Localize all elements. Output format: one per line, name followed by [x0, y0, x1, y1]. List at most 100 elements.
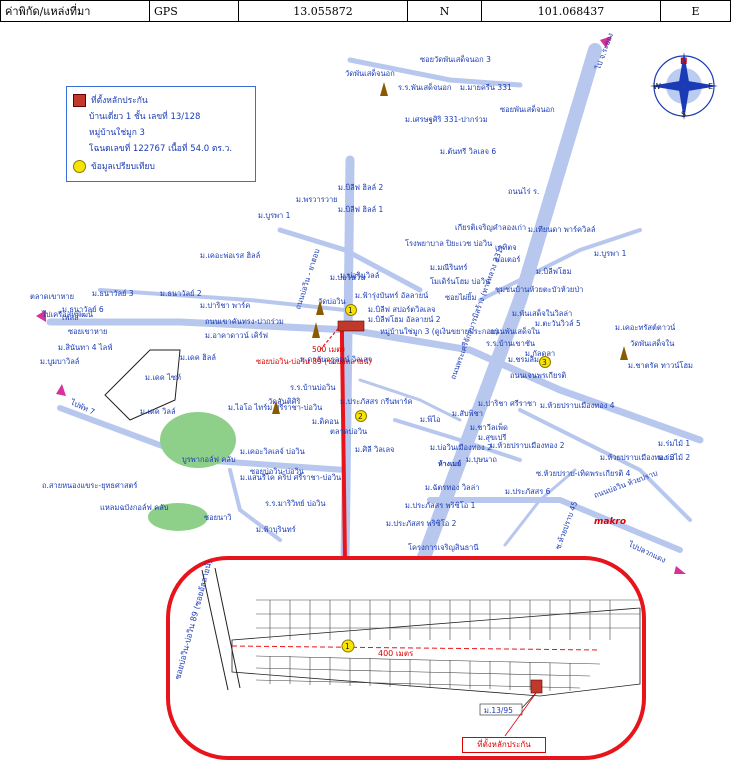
label: ม.บิลีฟโฮม อัลลายน์ 2 [368, 315, 441, 324]
label: ม.ห้วยปราบเมืองทอง 4 [540, 401, 615, 410]
label: วัดบ่อวิน [318, 297, 346, 306]
label: ซอยเขาหาย [68, 327, 107, 336]
lon-dir: E [660, 0, 731, 22]
inset-distance: 400 เมตร [378, 649, 414, 658]
label: ม.พันเสด็จในวิลล่า [512, 308, 572, 318]
compass-icon: N E S W [650, 52, 718, 120]
area-outline [104, 349, 181, 421]
inset-lot-dividers [269, 600, 611, 691]
legend-site-detail2: หมู่บ้านใช่มูก 3 [89, 128, 145, 138]
label: ม.สินันทา 4 ไลฟ์ [58, 343, 113, 352]
label: ม.ฟ้ารุ่งบันทร์ อัลลายน์ [355, 291, 428, 300]
label: ม.ธนาวัลย์ 2 [160, 289, 202, 298]
label: เพลส [62, 313, 79, 322]
label: ม.บุษนาถ [466, 455, 497, 464]
compass-s: S [681, 110, 686, 119]
label: ม.ธนาวัลย์ 6 [62, 305, 104, 314]
label: ม.บ่อวินวิน [330, 273, 365, 282]
label: ม.บ่อวินเมืองทอง 2 [430, 443, 492, 452]
inset-lot-grid [255, 599, 640, 689]
latitude: 13.055872 [238, 0, 408, 22]
label: ม.ดิคอน [312, 417, 339, 426]
coord-source: GPS [149, 0, 239, 22]
label: ม.ประภัสสร กรีนพาร์ค [340, 397, 413, 406]
label: ม.บิลีฟ ฮิลล์ 2 [338, 183, 384, 192]
label: ไปเครือสหพัฒน์ [41, 310, 93, 319]
location-map[interactable]: 1 2 3 N E S W ซอยวัดพันเสด็จนอก 3 วัดพัน… [0, 22, 731, 765]
site-marker[interactable] [337, 320, 365, 332]
label: ซอยนาวิ [204, 513, 232, 522]
label: ม.ปาริชา พาร์ค [200, 301, 250, 310]
legend: ที่ตั้งหลักประกัน บ้านเดี่ยว 1 ชั้น เลขท… [66, 86, 256, 182]
label: ถนนไร่ ร. [508, 187, 539, 196]
legend-site-detail1: บ้านเดี่ยว 1 ชั้น เลขที่ 13/128 [89, 112, 201, 122]
label: ม.บ่อวินวิลล์ [340, 271, 379, 280]
compare-marker-3[interactable] [539, 356, 551, 368]
label: ม.ฟ้าบุรินทร์ [256, 525, 296, 534]
temple-icons [272, 82, 628, 414]
label: ถนนเจนพรเกียรติ [510, 371, 566, 380]
golf-course-laemchabang [148, 503, 208, 531]
direction-arrows [36, 36, 686, 574]
label: โครงการเจริญสินธานี [408, 543, 479, 552]
label: ม.สับพิชา [452, 409, 483, 418]
label: ร.ร.บ้านเขาชัน [486, 339, 535, 348]
label: ม.ดาลันกรูลนน์ วิลเลจ [300, 355, 372, 364]
label: ม.ศิลี วิลเลจ [355, 445, 394, 454]
label: ม.ธนาวัลย์ 3 [92, 289, 134, 298]
coord-label: ค่าพิกัด/แหล่งที่มา [0, 0, 150, 22]
compare-marker-1[interactable] [345, 304, 357, 316]
label: ถนนเขาคันทรง-ปากร่วม [205, 317, 284, 326]
label: ม.ชรมลีม [508, 355, 539, 364]
label: ม.เศรษฐศิริ 331-ปากร่วม [405, 115, 488, 124]
label: ตลาดเขาหาย [30, 292, 74, 301]
label: ถนนพันเสด็จใน [490, 326, 540, 336]
label: ตลาดบ่อวิน [330, 427, 367, 436]
compare-marker-2[interactable] [355, 410, 367, 422]
label: ม.เดค ไซท์ [145, 373, 181, 382]
label: ซอยวัดพันเสด็จนอก 3 [420, 54, 491, 64]
compare-marker-3-label: 3 [542, 358, 547, 367]
label: ถ.สายหนองแขระ-ยุทธศาสตร์ [42, 481, 137, 490]
route-dash [319, 323, 343, 351]
label: ม.ประภัสสร พริซิโอ 2 [386, 519, 457, 528]
label: เดทิตจ [495, 243, 517, 252]
store-label: ห้างเมย์ [438, 459, 461, 468]
label: ม.มายครีน 331 [460, 83, 512, 92]
inset-house-no: ม.13/95 [484, 706, 513, 715]
label: ซอยพันเสด็จนอก [500, 104, 555, 114]
legend-compare-dot [73, 159, 86, 173]
label: ซ.ห้วยปราบ 45 [553, 500, 579, 551]
label: ม.กัลดลา [525, 349, 555, 358]
label: ม.เดค วิลล์ [140, 407, 176, 416]
label: ม.เคอะวิลเลจ์ บ่อวิน [240, 447, 305, 456]
label: ม.มณีรินทร์ [430, 263, 467, 272]
label: วัดพันเสด็จใน [630, 338, 674, 348]
label: โรงพยาบาล ปิยะเวช บ่อวิน [405, 239, 492, 248]
label: ม.ห้วยปราบเมืองทอง 2 [490, 441, 565, 450]
label: ม.บูรพา 1 [258, 211, 291, 220]
compass-n: N [680, 57, 688, 67]
compass-w: W [653, 82, 661, 91]
inset-site-marker[interactable] [530, 679, 543, 694]
inset-compare-marker[interactable] [341, 639, 355, 653]
legend-site-swatch [73, 93, 86, 107]
label: ม.สุขเปรี [478, 433, 506, 442]
label: โมเดิร์นโฮม บ่อวิน [430, 277, 490, 286]
label: ม.ชาวีลเพ็ด [470, 422, 508, 432]
legend-site-row: ที่ตั้งหลักประกัน [73, 93, 148, 107]
label: หมู่บ้านใช่มูก 3 (ดูเงินขยายประกอบ) [380, 327, 499, 336]
label: ม.บิลีฟโฮม [536, 267, 572, 276]
label: วัดสันติศิริ [268, 397, 300, 406]
label: ม.เคอะพ่อเรส ฮิลล์ [200, 251, 260, 260]
lat-dir: N [407, 0, 482, 22]
label: ม.ห้วยปราบเมืองทอง 3 [600, 453, 675, 462]
label: ซอยบ่อวิน-บ่อวิน [250, 467, 304, 476]
label: ม.ต้นทรี วิลเลจ 6 [440, 147, 496, 156]
label: ม.อาคาดาวน์ เคิร์ฟ [205, 331, 268, 340]
site-callout: ที่ตั้งหลักประกัน [462, 737, 546, 753]
label: ซอยบ่อวิน-บ่อวิน 89 (ซอยอัลลายน์) [256, 357, 372, 366]
label: ม.บูมบาวิลล์ [40, 357, 79, 366]
legend-compare-row: ข้อมูลเปรียบเทียบ [73, 159, 155, 173]
compass-e: E [708, 82, 713, 91]
